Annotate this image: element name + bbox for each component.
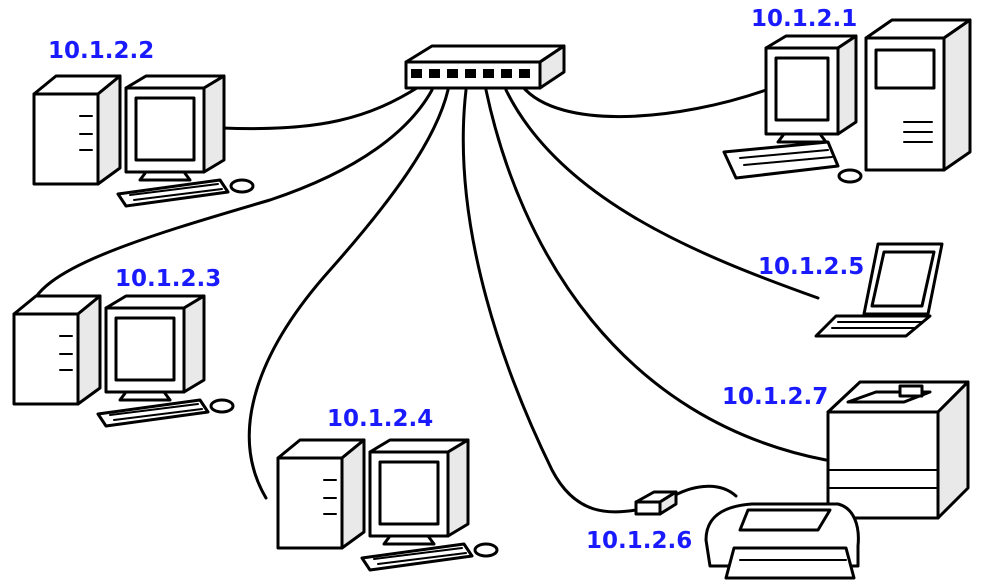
cable-to-10-1-2-5 bbox=[504, 88, 820, 300]
desktop-computer-icon bbox=[12, 294, 235, 428]
cable-to-10-1-2-6 bbox=[461, 88, 638, 514]
cable-print-server-to-inkjet bbox=[668, 484, 738, 500]
ip-label-pc-mid-left: 10.1.2.3 bbox=[115, 266, 222, 292]
desktop-computer-icon bbox=[32, 74, 255, 208]
laptop-icon bbox=[814, 242, 944, 338]
ip-label-pc-top-right: 10.1.2.1 bbox=[751, 6, 858, 32]
ip-label-pc-bottom: 10.1.2.4 bbox=[327, 406, 434, 432]
ip-label-pc-top-left: 10.1.2.2 bbox=[48, 38, 155, 64]
ip-label-laptop: 10.1.2.5 bbox=[758, 254, 865, 280]
cable-to-10-1-2-3 bbox=[28, 88, 434, 314]
desktop-computer-icon bbox=[276, 438, 499, 572]
cable-to-10-1-2-7 bbox=[484, 88, 828, 462]
cables bbox=[28, 84, 828, 514]
tower-computer-icon bbox=[722, 18, 972, 184]
network-switch-icon bbox=[404, 44, 566, 90]
ip-label-laser-printer: 10.1.2.7 bbox=[722, 384, 829, 410]
cable-to-10-1-2-4 bbox=[247, 88, 450, 500]
laser-printer-icon bbox=[826, 380, 970, 520]
cable-to-10-1-2-2 bbox=[220, 84, 422, 131]
print-server-icon bbox=[634, 490, 678, 516]
cable-to-10-1-2-1 bbox=[520, 84, 768, 119]
inkjet-printer-icon bbox=[704, 502, 860, 580]
ip-label-print-server: 10.1.2.6 bbox=[586, 528, 693, 554]
